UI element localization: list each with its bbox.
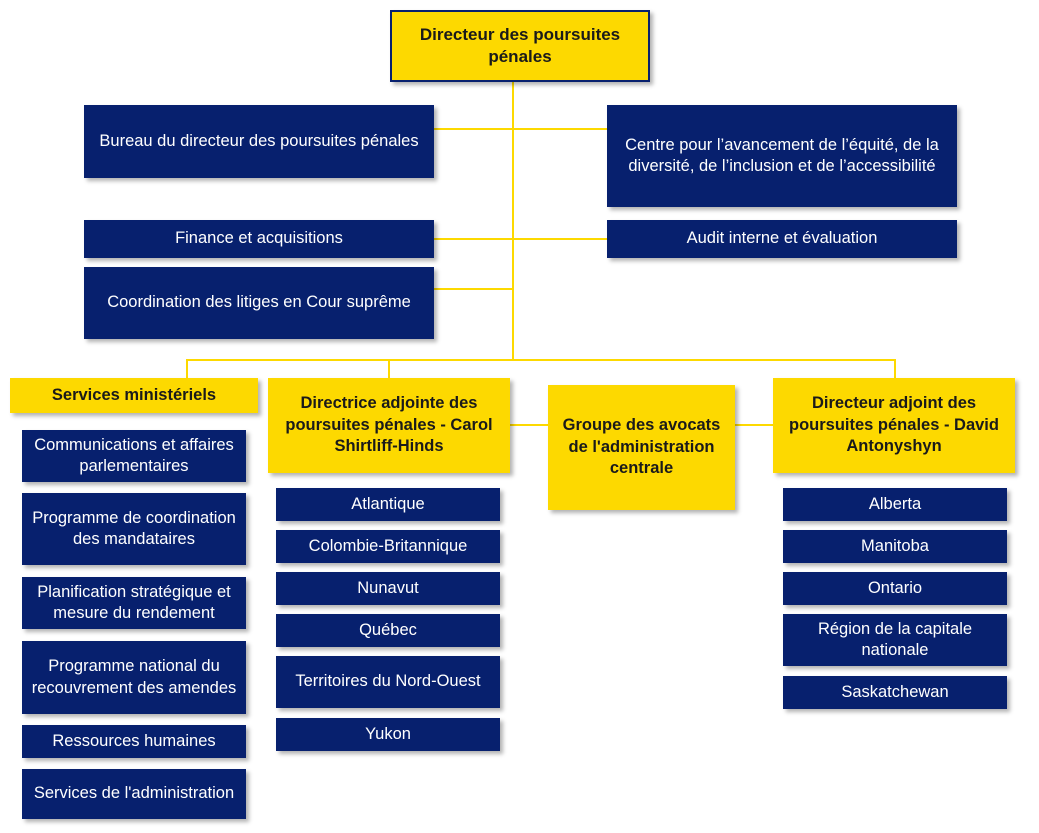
branch-child-territoires-du-nord-ouest[interactable]: Territoires du Nord-Ouest	[276, 656, 500, 708]
branch-child-ontario[interactable]: Ontario	[783, 572, 1007, 605]
branch-3-child-label-3: Région de la capitale nationale	[817, 619, 973, 659]
root-box-directeur-des-poursuites-penales[interactable]: Directeur des poursuites pénales	[390, 10, 650, 82]
branch-0-child-label-3: Programme national du recouvrement des a…	[31, 657, 237, 697]
branch-child-programme-de-coordination-des-mandataires[interactable]: Programme de coordination des mandataire…	[22, 493, 246, 565]
branch-0-child-label-5: Services de l'administration	[33, 784, 235, 803]
branch-child-ressources-humaines[interactable]: Ressources humaines	[22, 725, 246, 758]
staff-left-label-1: Finance et acquisitions	[175, 229, 343, 248]
staff-box-coordination-des-litiges[interactable]: Coordination des litiges en Cour suprême	[84, 267, 434, 339]
connector-row2-left	[433, 238, 513, 240]
branch-child-region-de-la-capitale-nationale[interactable]: Région de la capitale nationale	[783, 614, 1007, 666]
branch-header-label-2: Groupe des avocats de l'administration c…	[562, 416, 721, 478]
staff-box-finance-et-acquisitions[interactable]: Finance et acquisitions	[84, 220, 434, 258]
connector-drop-directeur	[894, 359, 896, 378]
branch-3-child-label-0: Alberta	[868, 494, 922, 513]
staff-right-label-1: Audit interne et évaluation	[686, 229, 878, 248]
branch-1-child-label-1: Colombie-Britannique	[308, 536, 468, 555]
connector-drop-services	[186, 359, 188, 378]
branch-child-quebec[interactable]: Québec	[276, 614, 500, 647]
branch-1-child-label-3: Québec	[359, 620, 417, 639]
branch-child-colombie-britannique[interactable]: Colombie-Britannique	[276, 530, 500, 563]
connector-row1-right	[512, 128, 608, 130]
branch-header-label-3: Directeur adjoint des poursuites pénales…	[789, 394, 999, 456]
staff-left-label-2: Coordination des litiges en Cour suprême	[107, 293, 411, 312]
branch-3-child-label-1: Manitoba	[861, 536, 929, 555]
branch-3-child-label-2: Ontario	[867, 578, 923, 597]
branch-0-child-label-2: Planification stratégique et mesure du r…	[37, 582, 231, 622]
branch-header-groupe-des-avocats-administration-centrale[interactable]: Groupe des avocats de l'administration c…	[548, 385, 735, 510]
root-label: Directeur des poursuites pénales	[419, 24, 621, 66]
branch-header-label-1: Directrice adjointe des poursuites pénal…	[285, 394, 493, 456]
branch-child-services-de-l-administration[interactable]: Services de l'administration	[22, 769, 246, 819]
branch-1-child-label-2: Nunavut	[357, 578, 419, 597]
branch-1-child-label-5: Yukon	[365, 724, 411, 743]
branch-0-child-label-0: Communications et affaires parlementaire…	[34, 435, 234, 475]
staff-box-audit-interne-et-evaluation[interactable]: Audit interne et évaluation	[607, 220, 957, 258]
branch-child-atlantique[interactable]: Atlantique	[276, 488, 500, 521]
connector-drop-directrice	[388, 359, 390, 378]
branch-1-child-label-0: Atlantique	[351, 494, 425, 513]
branch-child-nunavut[interactable]: Nunavut	[276, 572, 500, 605]
branch-child-alberta[interactable]: Alberta	[783, 488, 1007, 521]
connector-main-bus	[186, 359, 896, 361]
staff-box-centre-equite-diversite-inclusion-accessibilite[interactable]: Centre pour l’avancement de l’équité, de…	[607, 105, 957, 207]
connector-row2-right	[512, 238, 608, 240]
branch-0-child-label-1: Programme de coordination des mandataire…	[32, 508, 236, 548]
connector-groupe-right	[735, 424, 773, 426]
staff-right-label-0: Centre pour l’avancement de l’équité, de…	[625, 135, 939, 175]
branch-child-programme-national-du-recouvrement-des-amendes[interactable]: Programme national du recouvrement des a…	[22, 641, 246, 714]
branch-header-directeur-adjoint-david-antonyshyn[interactable]: Directeur adjoint des poursuites pénales…	[773, 378, 1015, 473]
branch-child-manitoba[interactable]: Manitoba	[783, 530, 1007, 563]
branch-child-planification-strategique[interactable]: Planification stratégique et mesure du r…	[22, 577, 246, 629]
connector-root-spine	[512, 82, 514, 360]
branch-header-label-0: Services ministériels	[51, 385, 217, 404]
branch-header-directrice-adjointe-carol-shirtliff-hinds[interactable]: Directrice adjointe des poursuites pénal…	[268, 378, 510, 473]
branch-child-saskatchewan[interactable]: Saskatchewan	[783, 676, 1007, 709]
connector-groupe-left	[510, 424, 548, 426]
branch-1-child-label-4: Territoires du Nord-Ouest	[295, 672, 481, 691]
connector-row1-left	[433, 128, 513, 130]
branch-header-services-ministeriels[interactable]: Services ministériels	[10, 378, 258, 413]
branch-child-communications-et-affaires-parlementaires[interactable]: Communications et affaires parlementaire…	[22, 430, 246, 482]
staff-box-bureau-du-directeur[interactable]: Bureau du directeur des poursuites pénal…	[84, 105, 434, 178]
branch-3-child-label-4: Saskatchewan	[841, 682, 949, 701]
branch-0-child-label-4: Ressources humaines	[52, 731, 216, 750]
staff-left-label-0: Bureau du directeur des poursuites pénal…	[99, 131, 419, 150]
connector-row3-left	[433, 288, 513, 290]
branch-child-yukon[interactable]: Yukon	[276, 718, 500, 751]
